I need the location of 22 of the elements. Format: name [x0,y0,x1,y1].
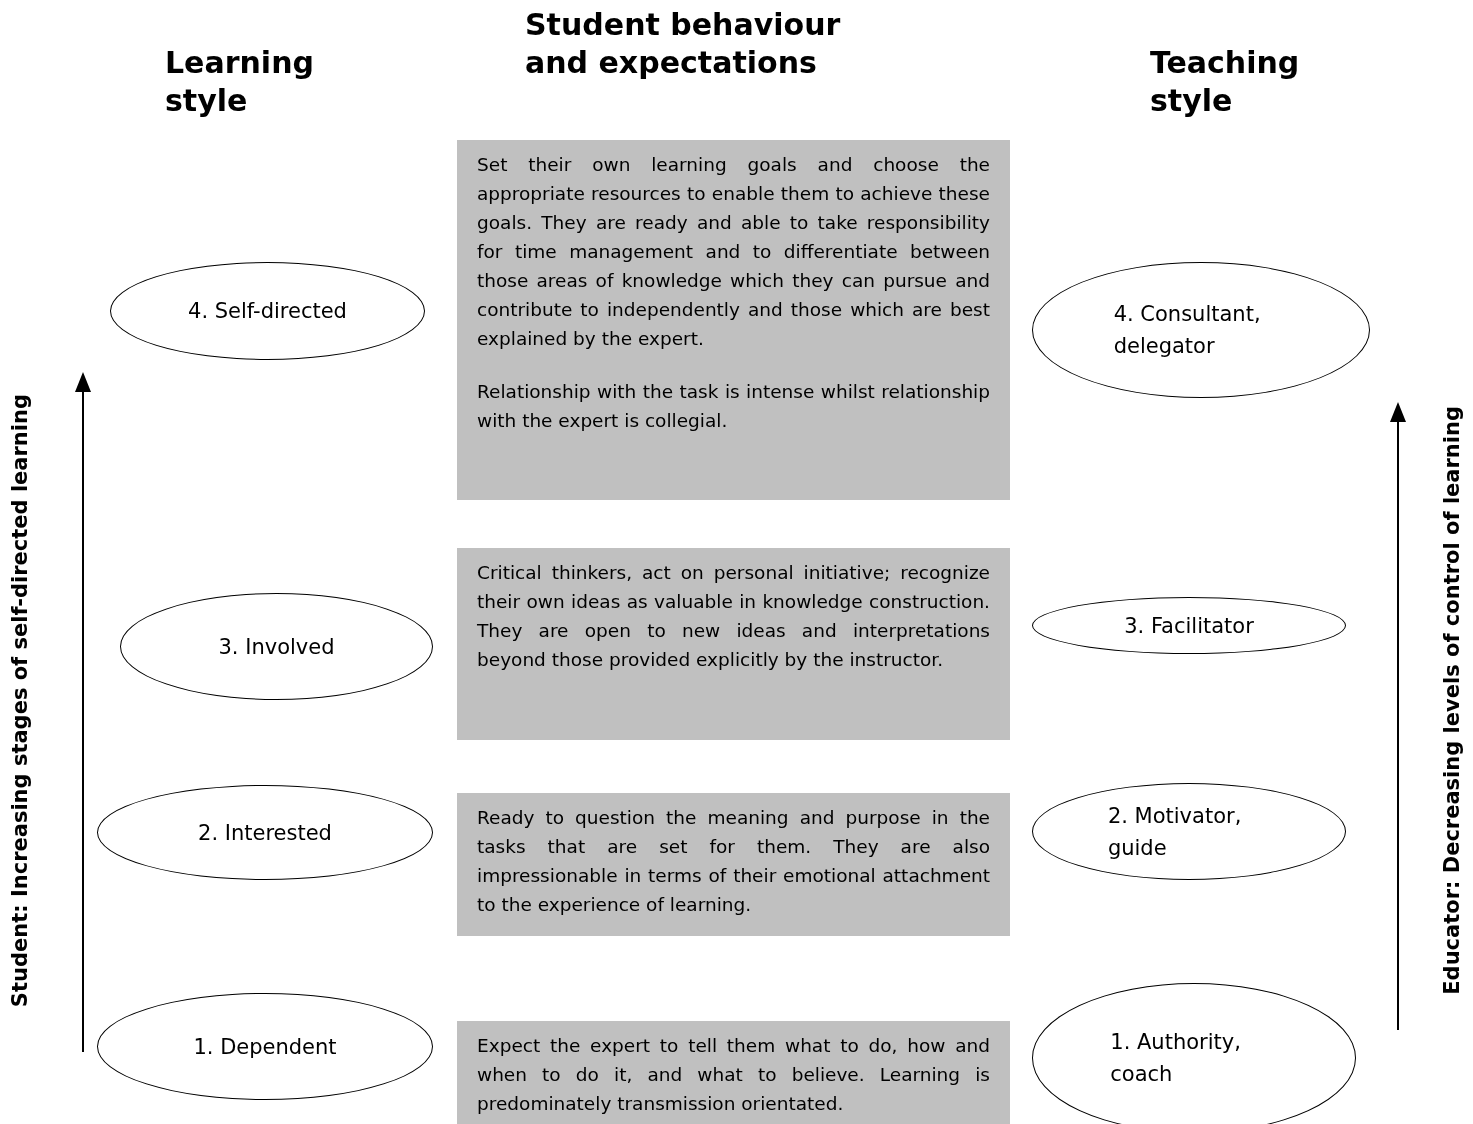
stage-label: 4. Consultant, delegator [1113,301,1262,360]
description-text: Ready to question the meaning and purpose in the tasks that are set for them. They are also impressionable in terms of their emotional attachment to the experience of learning. [477,806,990,917]
stage-label: 1. Authority, coach [1110,1029,1242,1088]
column-heading: Learning style [165,44,315,120]
stage-label: 4. Self-directed [188,298,347,325]
column-heading: Student behaviour and expectations [525,6,842,82]
description-box [457,1021,1010,1124]
stage-label: 3. Involved [218,633,335,661]
axis-label: Educator: Decreasing levels of control of learning [1440,405,1464,995]
description-text: Set their own learning goals and choose the appropriate resources to enable them to achieve these goals. They are ready and able to take responsibility for time management and to differentiate between those areas of knowledge which they can pursue and contribute to independently and those which are best explained by the expert. [477,153,990,351]
stage-label: 3. Facilitator [1124,612,1254,640]
axis-label: Student: Increasing stages of self-directed learning [8,393,32,1007]
description-box [457,793,1010,936]
column-heading: Teaching style [1150,44,1301,120]
stage-label: 2. Motivator, guide [1107,802,1243,862]
stage-label: 1. Dependent [193,1033,337,1061]
description-box [457,548,1010,740]
description-text: Expect the expert to tell them what to do, how and when to do it, and what to believe. Learning is predominately transmission orientated. [477,1034,990,1116]
description-text: Relationship with the task is intense whilst relationship with the expert is collegial. [477,380,990,433]
description-box [457,140,1010,500]
stage-label: 2. Interested [198,819,332,847]
description-text: Critical thinkers, act on personal initiative; recognize their own ideas as valuable in knowledge construction. They are open to new ideas and interpretations beyond those provided explicitly by the instructor. [477,561,990,672]
